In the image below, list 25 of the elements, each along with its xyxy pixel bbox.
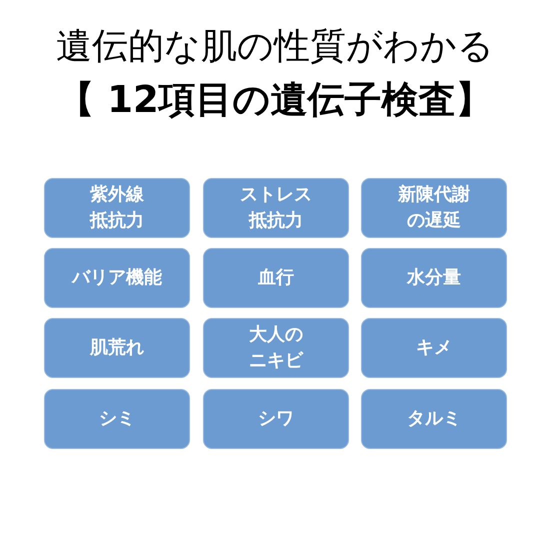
item-tile	[361, 318, 507, 378]
item-tile	[44, 248, 190, 308]
title: 遺伝的な肌の性質がわかる【 12項目の遺伝子検査】	[55, 25, 495, 123]
item-label: 血行	[258, 266, 294, 290]
item-tile	[203, 248, 349, 308]
item-label: ストレス抵抗力	[238, 183, 313, 233]
item-tile	[361, 389, 507, 449]
item-label: キメ	[416, 336, 452, 360]
item-tile	[203, 389, 349, 449]
item-tile	[203, 178, 349, 238]
item-tile	[44, 318, 190, 378]
item-tile	[361, 248, 507, 308]
item-tile	[203, 318, 349, 378]
item-tile	[44, 178, 190, 238]
item-label: 大人のニキビ	[248, 323, 304, 373]
item-label: シミ	[99, 407, 135, 431]
item-label: タルミ	[407, 407, 461, 431]
item-tile	[361, 178, 507, 238]
item-label: バリア機能	[72, 266, 162, 290]
item-label: 紫外線抵抗力	[88, 183, 145, 233]
item-tile	[44, 389, 190, 449]
item-label: シワ	[258, 407, 294, 431]
item-label: 肌荒れ	[90, 336, 144, 360]
item-label: 新陳代謝の遅延	[396, 183, 471, 233]
item-label: 水分量	[407, 266, 461, 290]
